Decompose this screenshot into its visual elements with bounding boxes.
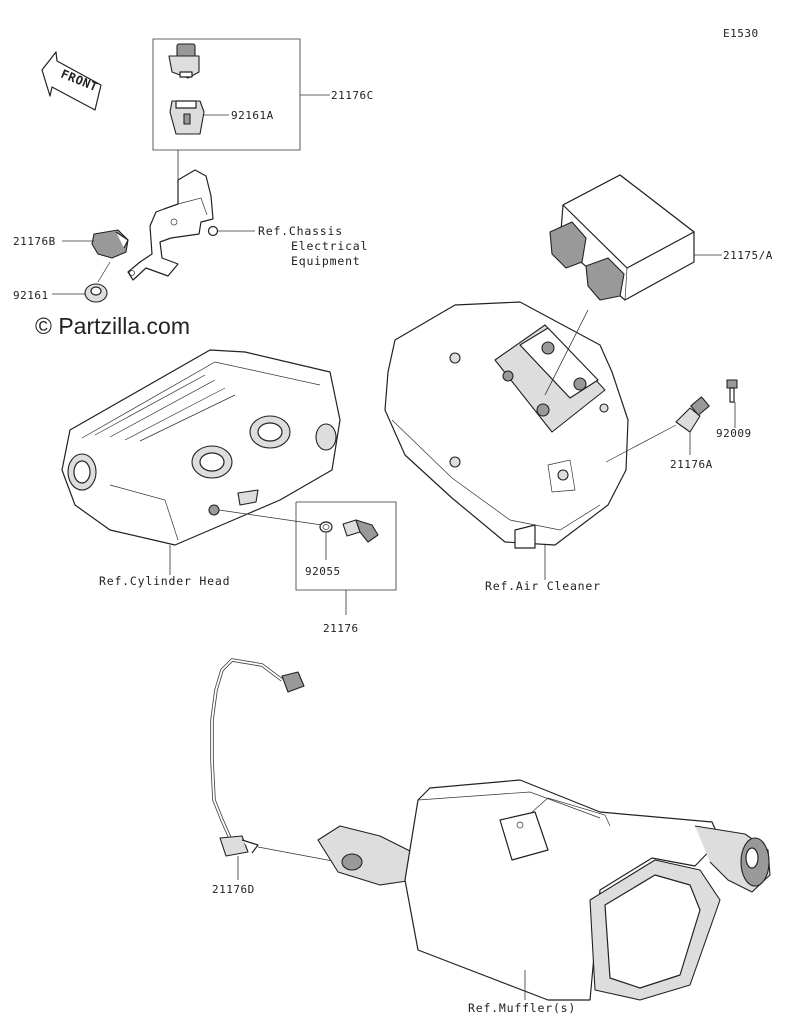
sensor-bracket-group: 21176C 92161A Ref.Chassis Electrical Equ… (13, 38, 374, 303)
callout-92161[interactable]: 92161 (13, 289, 49, 302)
sensor-21176-icon[interactable] (342, 519, 379, 543)
callout-21176D[interactable]: 21176D (212, 883, 255, 896)
callout-21176C[interactable]: 21176C (331, 89, 374, 102)
washer-92055-icon[interactable] (319, 521, 333, 533)
callout-21176[interactable]: 21176 (323, 622, 359, 635)
ref-chassis-line3[interactable]: Equipment (291, 254, 361, 268)
muffler-icon (317, 779, 771, 1001)
bolt-92009-icon[interactable] (726, 379, 738, 403)
ref-muffler[interactable]: Ref.Muffler(s) (468, 1001, 576, 1015)
watermark: © Partzilla.com (35, 313, 190, 339)
temp-sensor-group: 92055 21176 (295, 501, 397, 635)
callout-92009[interactable]: 92009 (716, 427, 752, 440)
sensor-21176B-icon[interactable] (91, 229, 129, 259)
bracket-icon (127, 169, 219, 281)
callout-92161A[interactable]: 92161A (231, 109, 274, 122)
sensor-21176C-icon[interactable] (168, 43, 200, 79)
grommet-92161-icon[interactable] (84, 261, 111, 303)
rubber-92161A-icon[interactable] (169, 100, 205, 135)
air-cleaner-icon (384, 301, 629, 549)
front-arrow-icon: FRONT (41, 51, 102, 111)
ref-chassis-line1[interactable]: Ref.Chassis (258, 224, 343, 238)
callout-21176B[interactable]: 21176B (13, 235, 56, 248)
ecu-21175A-icon[interactable] (549, 174, 695, 301)
ref-air-cleaner[interactable]: Ref.Air Cleaner (485, 579, 601, 593)
o2-sensor-21176D-icon[interactable] (210, 658, 305, 857)
callout-21176A[interactable]: 21176A (670, 458, 713, 471)
callout-21175A[interactable]: 21175/A (723, 249, 773, 262)
cylinder-head-icon (61, 349, 341, 546)
ref-cylinder-head[interactable]: Ref.Cylinder Head (99, 574, 230, 588)
sensor-21176A-icon[interactable] (605, 396, 710, 463)
ref-chassis-line2[interactable]: Electrical (291, 239, 368, 253)
diagram-id: E1530 (723, 27, 759, 40)
callout-92055[interactable]: 92055 (305, 565, 341, 578)
